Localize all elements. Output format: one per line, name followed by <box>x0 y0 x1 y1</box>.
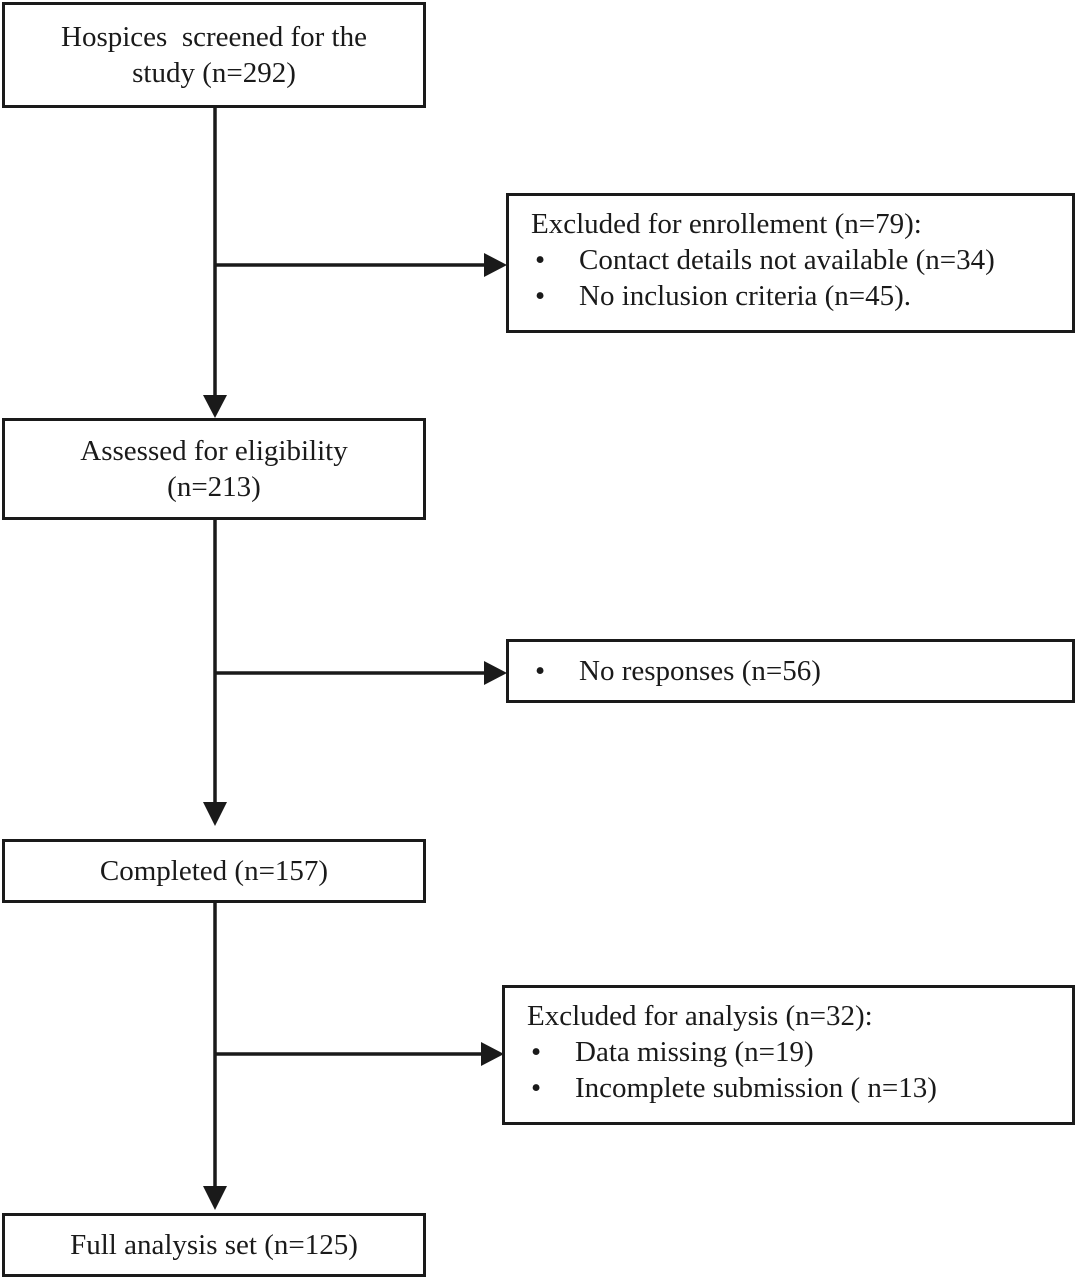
box-assessed-eligibility: Assessed for eligibility (n=213) <box>2 418 426 520</box>
bullet-icon: • <box>535 655 546 687</box>
list-item: • Data missing (n=19) <box>527 1034 1052 1070</box>
box-excluded-enrollment-title: Excluded for enrollement (n=79): <box>531 208 922 240</box>
list-item: • No inclusion criteria (n=45). <box>531 278 1052 314</box>
box-excluded-analysis-title: Excluded for analysis (n=32): <box>527 1000 873 1032</box>
box-no-responses: • No responses (n=56) <box>506 639 1075 703</box>
arrowhead-right-excluded-analysis <box>481 1042 504 1066</box>
arrowhead-down-full-analysis <box>203 1186 227 1210</box>
box-hospices-screened-line-2: study (n=292) <box>132 57 296 89</box>
list-item-text: No inclusion criteria (n=45). <box>579 280 912 312</box>
box-excluded-analysis-list: • Data missing (n=19) • Incomplete submi… <box>527 1034 1052 1106</box>
box-hospices-screened: Hospices screened for the study (n=292) <box>2 2 426 108</box>
list-item: • Incomplete submission ( n=13) <box>527 1070 1052 1106</box>
bullet-icon: • <box>535 280 546 312</box>
box-excluded-enrollment: Excluded for enrollement (n=79): • Conta… <box>506 193 1075 333</box>
list-item: • No responses (n=56) <box>531 653 821 689</box>
list-item-text: Data missing (n=19) <box>575 1036 814 1068</box>
list-item-text: Contact details not available (n=34) <box>579 244 995 276</box>
box-full-analysis-set-line-1: Full analysis set (n=125) <box>70 1229 358 1261</box>
box-hospices-screened-line-1: Hospices screened for the <box>61 21 367 53</box>
bullet-icon: • <box>531 1072 542 1104</box>
box-completed-line-1: Completed (n=157) <box>99 855 329 887</box>
box-assessed-eligibility-line-1: Assessed for eligibility <box>80 435 348 467</box>
box-full-analysis-set: Full analysis set (n=125) <box>2 1213 426 1277</box>
box-excluded-analysis: Excluded for analysis (n=32): • Data mis… <box>502 985 1075 1125</box>
bullet-icon: • <box>531 1036 542 1068</box>
box-assessed-eligibility-line-2: (n=213) <box>167 471 261 503</box>
box-completed: Completed (n=157) <box>2 839 426 903</box>
box-excluded-enrollment-list: • Contact details not available (n=34) •… <box>531 242 1052 314</box>
arrowhead-right-no-responses <box>484 661 507 685</box>
list-item-text: No responses (n=56) <box>579 655 821 687</box>
list-item-text: Incomplete submission ( n=13) <box>575 1072 937 1104</box>
arrowhead-right-enrollment <box>484 253 507 277</box>
box-no-responses-list: • No responses (n=56) <box>531 653 821 689</box>
arrowhead-down-assessed <box>203 395 227 418</box>
bullet-icon: • <box>535 244 546 276</box>
list-item: • Contact details not available (n=34) <box>531 242 1052 278</box>
arrowhead-down-completed <box>203 802 227 826</box>
